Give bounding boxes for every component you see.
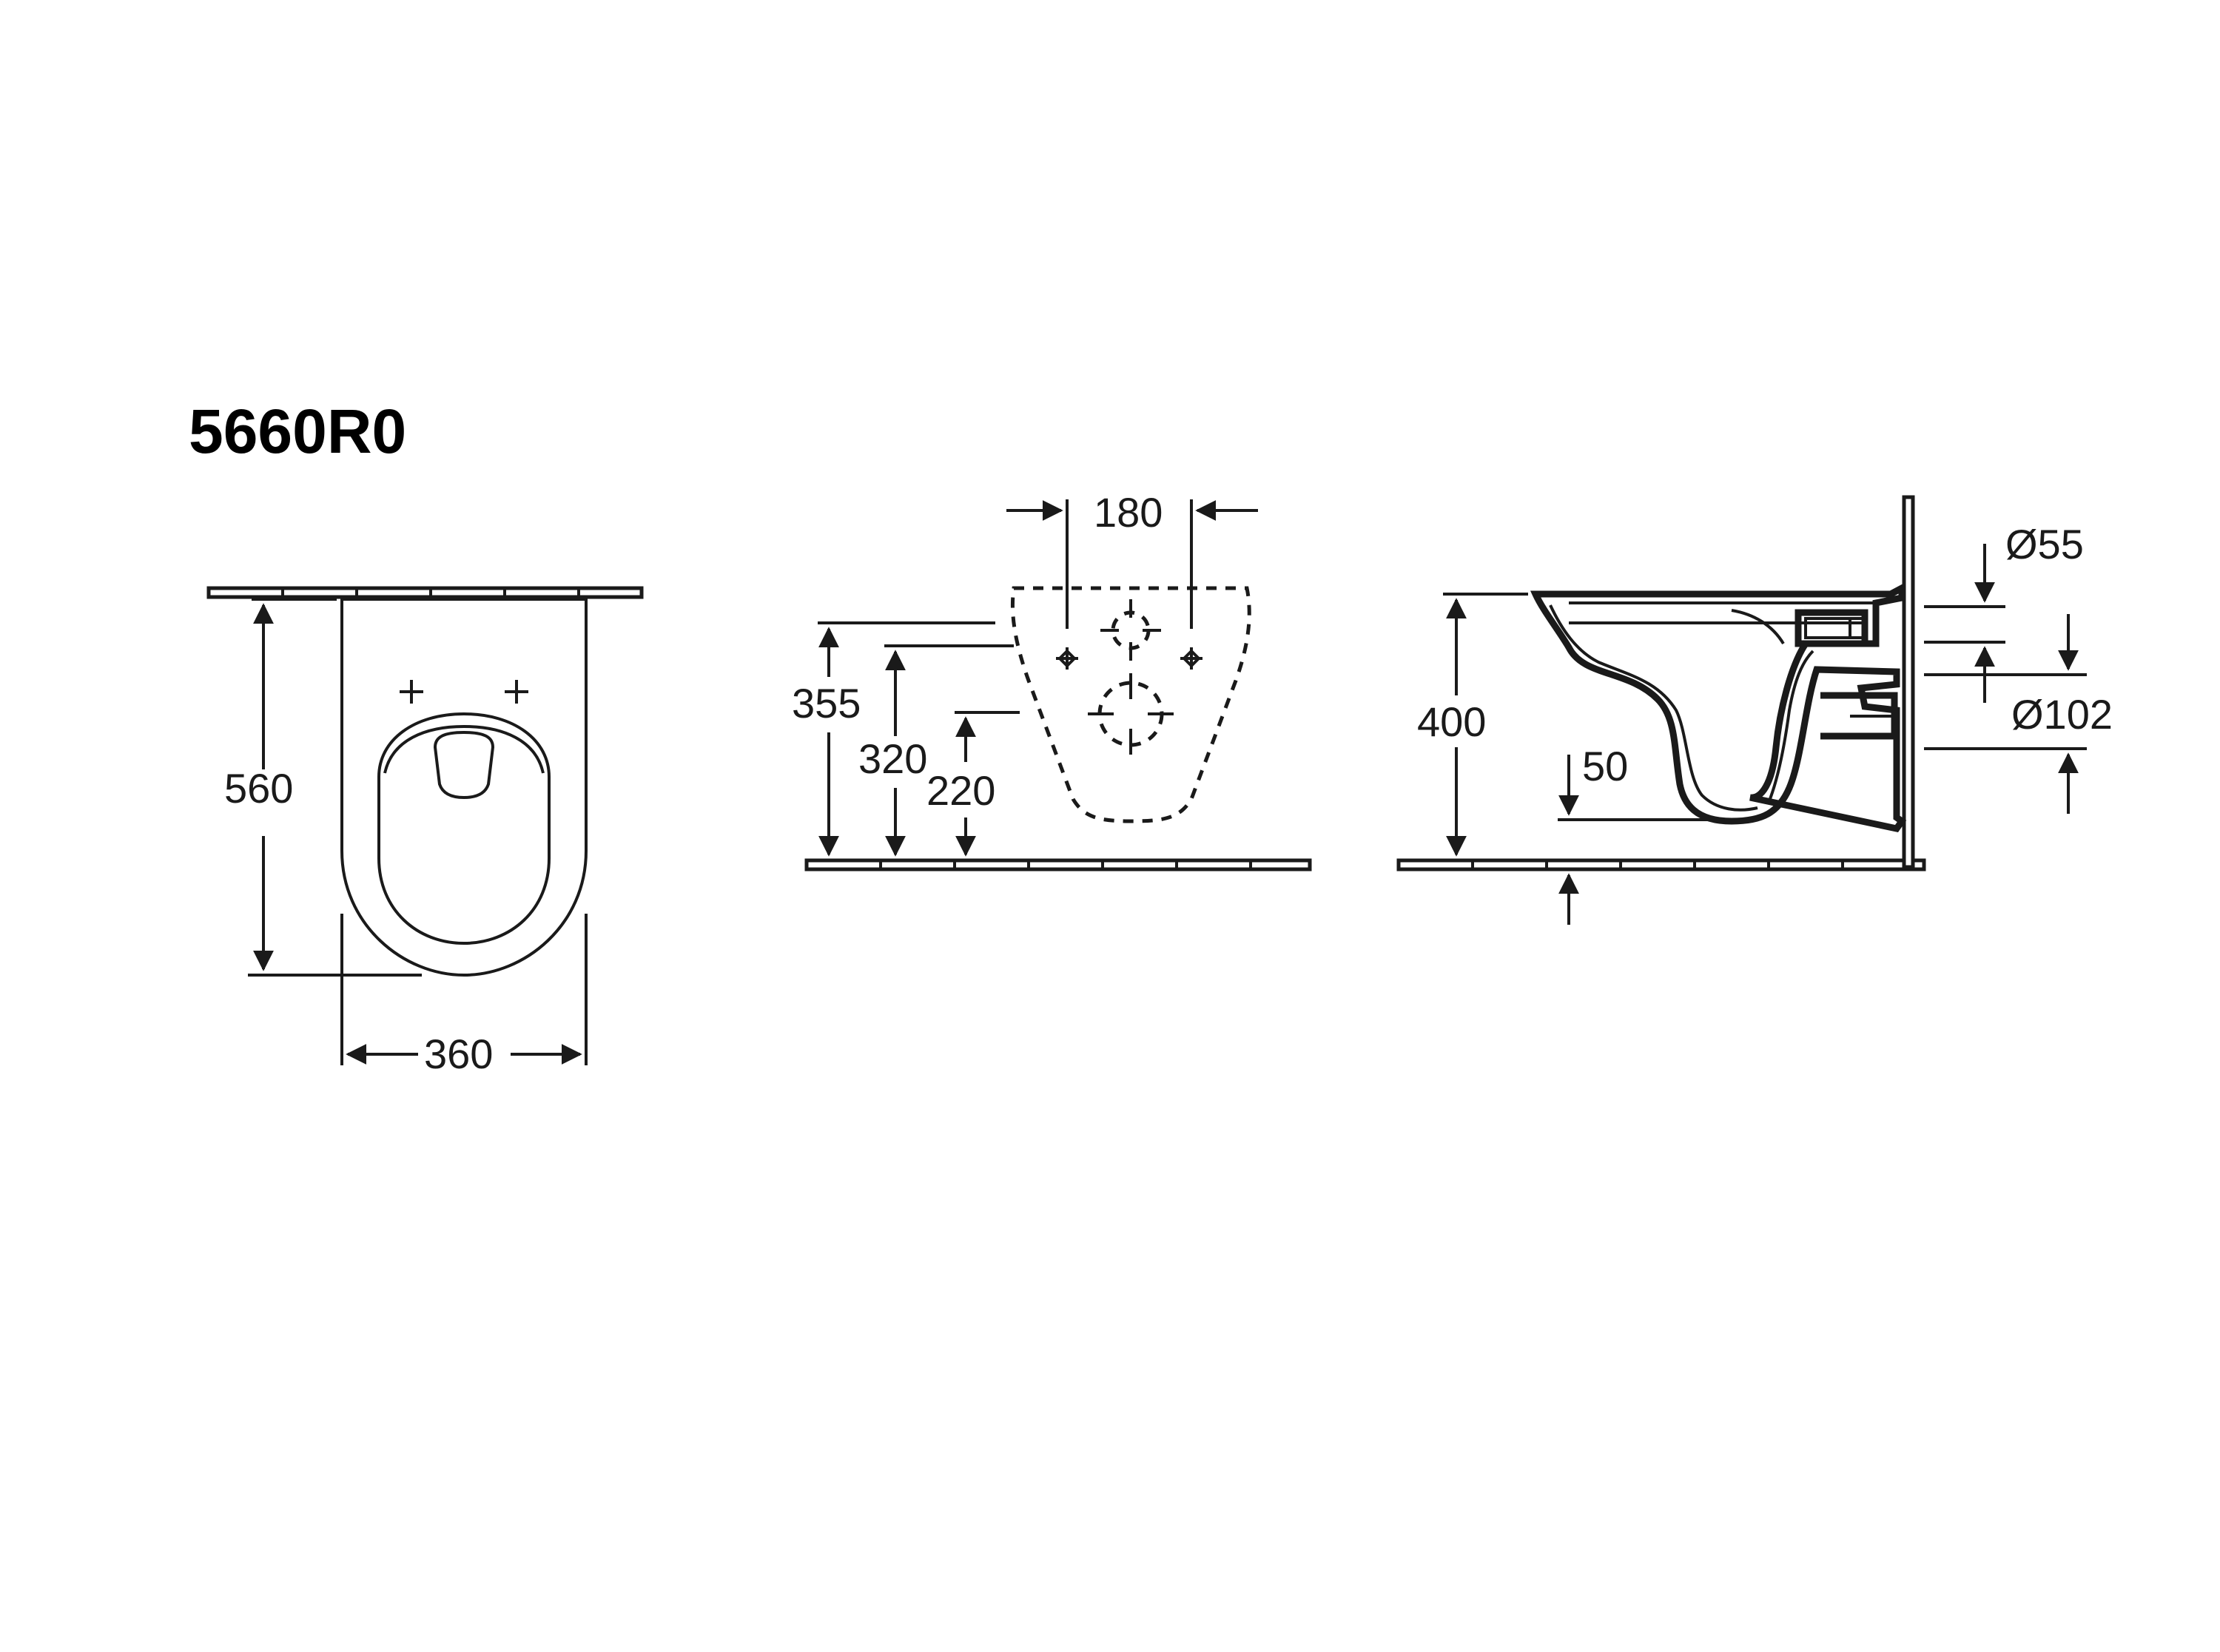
dim-inlet-diameter: Ø55 xyxy=(2005,521,2084,567)
seat-fixing-marks xyxy=(400,680,528,704)
dim-height: 400 xyxy=(1417,698,1486,745)
dim-offset: 50 xyxy=(1582,743,1628,789)
back-outline-dashed xyxy=(1010,586,1251,823)
dim-width: 360 xyxy=(424,1031,493,1077)
side-view-wall xyxy=(1902,495,1915,869)
dim-355: 355 xyxy=(792,680,861,726)
bowl-opening xyxy=(377,712,551,945)
outlet-mark xyxy=(1088,673,1174,755)
bowl-outline xyxy=(340,598,588,977)
fixing-holes xyxy=(1056,647,1202,670)
dim-outlet-diameter: Ø102 xyxy=(2011,691,2113,738)
side-view-floor xyxy=(1396,858,1926,871)
dim-hole-spacing: 180 xyxy=(1094,489,1163,536)
back-view-floor xyxy=(804,858,1312,871)
rim-pocket xyxy=(433,730,495,800)
top-view: 560 360 xyxy=(206,586,644,1077)
back-view: 180 355 320 220 xyxy=(792,489,1312,871)
model-number: 5660R0 xyxy=(189,397,406,466)
dim-220: 220 xyxy=(926,767,995,814)
dim-320: 320 xyxy=(858,735,927,782)
bowl-profile xyxy=(1530,582,1907,833)
side-view: 400 50 Ø55 Ø102 xyxy=(1396,495,2113,925)
inlet-mark xyxy=(1100,599,1161,661)
dim-depth: 560 xyxy=(224,765,293,812)
top-view-wall xyxy=(206,586,644,599)
